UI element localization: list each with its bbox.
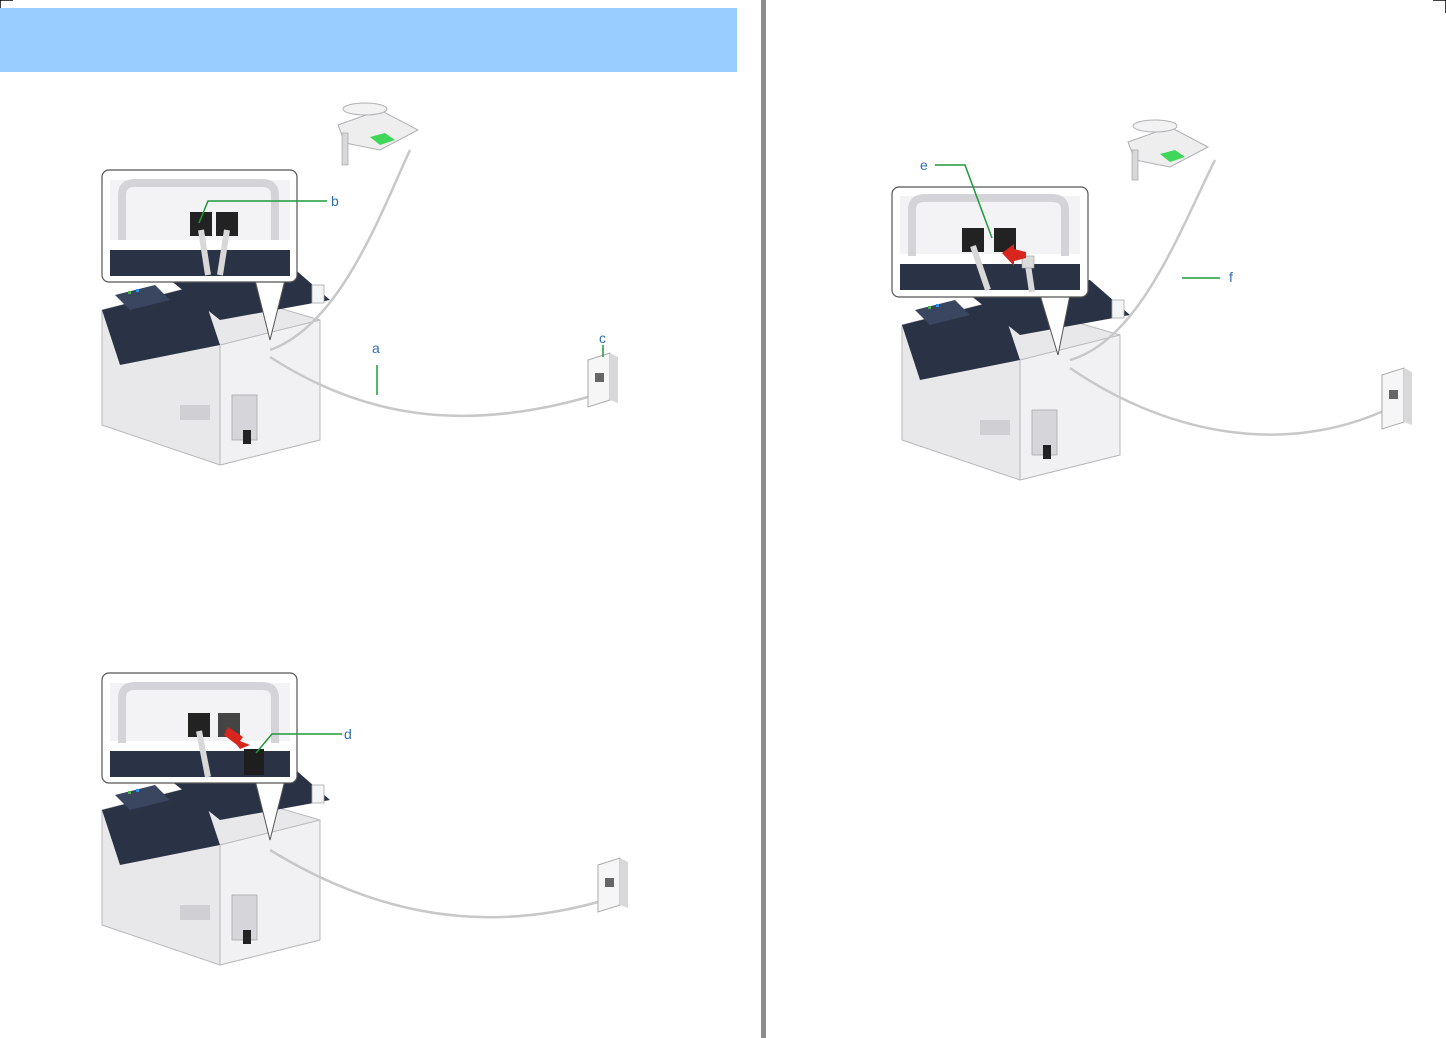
telephone-illustration xyxy=(338,103,418,165)
wall-jack-illustration xyxy=(588,353,618,407)
figure-connect-telephone: e f xyxy=(880,110,1440,480)
callout-c-label: c xyxy=(599,330,606,346)
page-divider xyxy=(761,0,766,1038)
wall-jack-illustration xyxy=(1382,368,1412,429)
callout-d-label: d xyxy=(344,726,352,742)
section-header-banner xyxy=(0,8,737,72)
figure-connect-line-and-phone: b a c xyxy=(80,95,680,475)
telephone-illustration xyxy=(1128,120,1208,180)
callout-f-label: f xyxy=(1229,269,1233,285)
callout-a-label: a xyxy=(372,340,380,356)
printer-illustration xyxy=(902,280,1130,480)
callout-e-label: e xyxy=(920,157,928,173)
figure-remove-tel-cap: d xyxy=(80,665,680,985)
corner-mark-top-right xyxy=(1432,0,1446,14)
callout-b-label: b xyxy=(331,193,339,209)
printer-illustration xyxy=(102,265,330,465)
wall-jack-illustration xyxy=(598,858,628,912)
